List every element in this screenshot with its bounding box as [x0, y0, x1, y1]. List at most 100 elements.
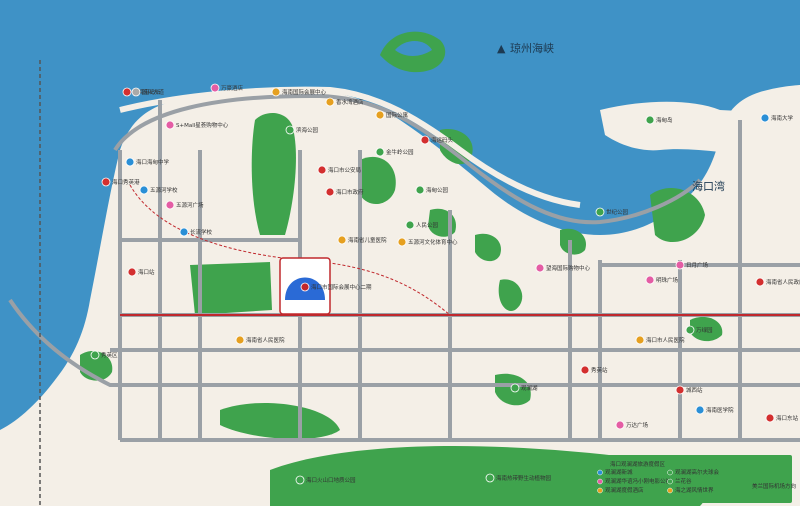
- poi-label: 万绿园: [696, 326, 713, 334]
- poi-huaxia[interactable]: 海口市人民医院: [635, 335, 685, 345]
- poi-label: 秀英区: [101, 351, 118, 359]
- poi-new-port[interactable]: 新海港码头: [122, 87, 161, 97]
- hospital-icon: [235, 335, 245, 345]
- tree-icon: [90, 350, 100, 360]
- school-icon: [597, 469, 603, 476]
- poi-label: 日月广场: [686, 261, 709, 269]
- school-icon: [125, 157, 135, 167]
- poi-wuyuanhe-plaza[interactable]: 五源河广场: [165, 200, 204, 210]
- poi-hainan-gov[interactable]: 海南省人民政府: [755, 277, 800, 287]
- legend-title: 海口观澜湖旅游度假区: [610, 460, 666, 468]
- poi-haidian-gongyuan[interactable]: 海甸公园: [415, 185, 449, 195]
- legend-item-label: 观澜湖新城: [605, 468, 633, 476]
- poi-botanic[interactable]: 海南热带野生动植物园: [485, 473, 552, 483]
- poi-meilan[interactable]: 海南医学院: [695, 405, 734, 415]
- poi-haidian-island[interactable]: 海甸岛: [645, 115, 673, 125]
- poi-label: 海南热带野生动植物园: [496, 474, 552, 482]
- poi-xiuying-district[interactable]: 秀英区: [90, 350, 118, 360]
- tree-icon: [405, 220, 415, 230]
- poi-wanxin-hotel[interactable]: 万豪酒店: [210, 83, 244, 93]
- poi-jinniuling[interactable]: 金牛岭公园: [375, 147, 414, 157]
- poi-international-apartment[interactable]: 国际公寓: [375, 110, 409, 120]
- poi-guoxing-ave[interactable]: 国兴大道: [131, 87, 165, 97]
- poi-xiuying-port[interactable]: 海口秀英港: [101, 177, 140, 187]
- poi-renmin-hospital[interactable]: 海南省人民医院: [235, 335, 285, 345]
- hospital-icon: [337, 235, 347, 245]
- poi-mingzhu-plaza[interactable]: 明珠广场: [645, 275, 679, 285]
- poi-haikou-east[interactable]: 海口东站: [765, 413, 799, 423]
- poi-wanda[interactable]: 万达广场: [615, 420, 649, 430]
- poi-shopping-center[interactable]: 日月广场: [675, 260, 709, 270]
- legend-item-label: 观澜湖度假酒店: [605, 486, 644, 494]
- poi-children-hospital[interactable]: 海南省儿童医院: [337, 235, 387, 245]
- poi-label: 明珠广场: [656, 276, 679, 284]
- bag-icon: [210, 83, 220, 93]
- police-icon: [317, 165, 327, 175]
- poi-label: 国兴大道: [142, 88, 165, 96]
- building-icon: [271, 87, 281, 97]
- airport-direction: 美兰国际机场方向: [752, 482, 796, 490]
- tree-icon: [485, 473, 495, 483]
- tree-icon: [595, 207, 605, 217]
- building-icon: [375, 110, 385, 120]
- legend-item: 观澜湖华谊冯小刚电影公社: [597, 477, 672, 485]
- poi-renmin-park[interactable]: 人民公园: [405, 220, 439, 230]
- poi-shiji-park[interactable]: 世纪公园: [595, 207, 629, 217]
- school-icon: [139, 185, 149, 195]
- poi-wanlv[interactable]: 万绿园: [685, 325, 713, 335]
- poi-label: 五源河学校: [150, 186, 178, 194]
- poi-label: 海南医学院: [706, 406, 734, 414]
- poi-xiangshuiwan[interactable]: 香水湾酒店: [325, 97, 364, 107]
- school-icon: [179, 227, 189, 237]
- poi-intl-convention[interactable]: 海南国际会展中心: [271, 87, 327, 97]
- poi-label: 人民公园: [416, 222, 439, 229]
- poi-label: 海甸岛: [656, 116, 673, 124]
- hotel-icon: [597, 487, 603, 494]
- poi-label: 海南省人民政府: [766, 278, 800, 286]
- anchor-icon: [420, 135, 430, 145]
- building-icon: [397, 237, 407, 247]
- poi-haikou-station[interactable]: 海口站: [127, 267, 155, 277]
- poi-label: 海口海甸中学: [136, 158, 170, 166]
- poi-police[interactable]: 海口市公安局: [317, 165, 361, 175]
- tree-icon: [510, 383, 520, 393]
- poi-wanglv-school[interactable]: 海口海甸中学: [125, 157, 170, 167]
- poi-hainan-univ[interactable]: 海南大学: [760, 113, 794, 123]
- poi-wanghai-mall[interactable]: 望海国际购物中心: [535, 263, 591, 273]
- legend-item: 观澜湖度假酒店: [597, 486, 644, 494]
- poi-xiuying-station[interactable]: 秀英站: [580, 365, 608, 375]
- top-island-inner: [395, 41, 432, 56]
- poi-label: 海口市人民医院: [646, 336, 685, 344]
- poi-bay-park[interactable]: 滨海公园: [285, 125, 319, 135]
- haidian-island: [600, 101, 768, 152]
- poi-label: S+Mall星荟购物中心: [176, 121, 229, 129]
- poi-label: 海口东站: [776, 414, 799, 422]
- poi-label: 海运码头: [431, 136, 454, 144]
- poi-label: 海南大学: [771, 114, 794, 122]
- poi-label: 望海国际购物中心: [546, 264, 591, 272]
- legend-item-label: 观澜湖华谊冯小刚电影公社: [605, 477, 672, 485]
- poi-project[interactable]: 海口市国际会展中心二期: [300, 282, 372, 292]
- tree-icon: [285, 125, 295, 135]
- poi-sports-center[interactable]: 五源河文化体育中心: [397, 237, 458, 247]
- star-icon: [300, 282, 310, 292]
- poi-haiyun-wharf[interactable]: 海运码头: [420, 135, 454, 145]
- poi-label: 万达广场: [626, 421, 649, 429]
- poi-park-south[interactable]: 海口火山口地质公园: [295, 475, 356, 485]
- train-icon: [127, 267, 137, 277]
- poi-haikou-gov[interactable]: 海口市政府: [325, 187, 364, 197]
- train-icon: [580, 365, 590, 375]
- poi-chengxi[interactable]: 城西站: [675, 385, 703, 395]
- poi-label: 世纪公园: [606, 208, 629, 216]
- bay-label: 海口湾: [692, 179, 725, 193]
- poi-mall[interactable]: S+Mall星荟购物中心: [165, 120, 229, 130]
- poi-label: 五源河广场: [176, 201, 204, 209]
- tree-icon: [667, 469, 673, 476]
- poi-guanlan[interactable]: 观澜湖: [510, 383, 538, 393]
- bag-icon: [615, 420, 625, 430]
- poi-changliu-school[interactable]: 长流学校: [179, 227, 213, 237]
- strait-label: 琼州海峡: [510, 41, 554, 55]
- poi-wuyuanhe-school[interactable]: 五源河学校: [139, 185, 178, 195]
- poi-label: 万豪酒店: [221, 84, 244, 92]
